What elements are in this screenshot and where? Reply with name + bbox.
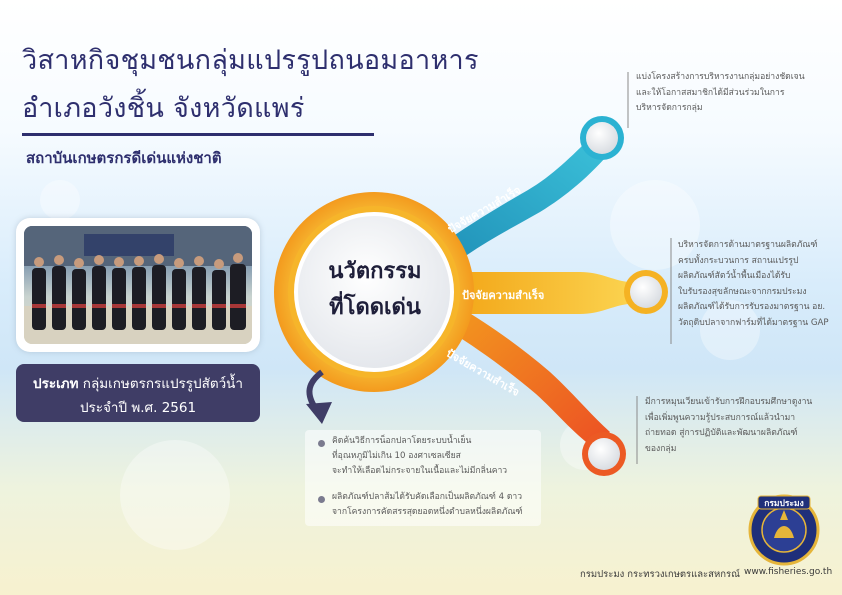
factor-ribbon-1 (436, 136, 612, 266)
bullet-icon (318, 496, 325, 503)
background-bokeh (120, 440, 230, 550)
innovation-2-line: จากโครงการคัดสรรสุดยอดหนึ่งตำบลหนึ่งผลิต… (332, 507, 523, 517)
factor-label-2: ปัจจัยความสำเร็จ (462, 289, 545, 302)
bullet-icon (318, 440, 325, 447)
background-bokeh (700, 300, 760, 360)
innovation-item-2: ผลิตภัณฑ์ปลาส้มได้รับคัดเลือกเป็นผลิตภัณ… (332, 490, 540, 520)
page-title-line1: วิสาหกิจชุมชนกลุ่มแปรรูปถนอมอาหาร (22, 45, 479, 76)
title-divider (22, 133, 374, 136)
innovation-item-1: คิดค้นวิธีการน็อกปลาโดยระบบน้ำเย็น ที่อุ… (332, 434, 540, 479)
group-photo-icon (24, 226, 252, 344)
factor-1-desc-line: บริหารจัดการกลุ่ม (636, 103, 703, 113)
innovation-2-line: ผลิตภัณฑ์ปลาส้มได้รับคัดเลือกเป็นผลิตภัณ… (332, 492, 523, 502)
page-title-line2: อำเภอวังชิ้น จังหวัดแพร่ (22, 93, 305, 124)
factor-2-desc-line: ผลิตภัณฑ์ได้รับการรับรองมาตรฐาน อย. (678, 302, 826, 312)
factor-knob-1 (586, 122, 618, 154)
factor-3-desc-line: ถ่ายทอด สู่การปฏิบัติและพัฒนาผลิตภัณฑ์ (645, 428, 798, 438)
factor-ribbon-3 (448, 306, 610, 448)
factor-2-desc-line: ใบรับรองสุขลักษณะจากกรมประมง (678, 286, 807, 297)
background-bokeh (610, 180, 700, 270)
center-label: นวัตกรรม ที่โดดเด่น (300, 254, 450, 326)
seal-text: กรมประมง (764, 499, 804, 509)
factor-3-desc-line: เพื่อเพิ่มพูนความรู้ประสบการณ์แล้วนำมา (645, 412, 796, 423)
innovation-1-line: คิดค้นวิธีการน็อกปลาโดยระบบน้ำเย็น (332, 436, 472, 446)
factor-2-desc-line: บริหารจัดการด้านมาตรฐานผลิตภัณฑ์ (678, 240, 818, 250)
factor-2-description: บริหารจัดการด้านมาตรฐานผลิตภัณฑ์ ครบทั้ง… (678, 238, 838, 331)
factor-3-desc-line: มีการหมุนเวียนเข้ารับการฝึกอบรมศึกษาดูงา… (645, 397, 813, 407)
category-label: ประเภท (33, 376, 79, 392)
factor-3-description: มีการหมุนเวียนเข้ารับการฝึกอบรมศึกษาดูงา… (645, 395, 838, 457)
factor-2-desc-line: วัตถุดิบปลาจากฟาร์มที่ได้มาตรฐาน GAP (678, 317, 829, 328)
innovation-1-line: ที่อุณหภูมิไม่เกิน 10 องศาเซลเซียส (332, 451, 461, 461)
category-line: ประเภท กลุ่มเกษตรกรแปรรูปสัตว์น้ำ (16, 372, 260, 394)
factor-1-desc-line: แบ่งโครงสร้างการบริหารงานกลุ่มอย่างชัดเจ… (636, 72, 805, 82)
group-photo-frame (16, 218, 260, 352)
factor-knob-3 (588, 438, 620, 470)
innovation-1-line: จะทำให้เลือดไม่กระจายในเนื้อและไม่มีกลิ่… (332, 466, 508, 476)
page-subtitle: สถาบันเกษตรกรดีเด่นแห่งชาติ (26, 149, 222, 167)
footer-website[interactable]: www.fisheries.go.th (744, 567, 833, 577)
center-label-line1: นวัตกรรม (328, 259, 422, 284)
factor-ribbon-2 (450, 272, 628, 314)
factor-1-description: แบ่งโครงสร้างการบริหารงานกลุ่มอย่างชัดเจ… (636, 70, 836, 117)
factor-2-desc-line: ผลิตภัณฑ์สัตว์น้ำพื้นเมืองได้รับ (678, 271, 791, 281)
background-bokeh (40, 180, 80, 220)
innovation-arrow-head (306, 402, 332, 424)
group-photo-illustration (24, 226, 252, 344)
factor-knob-2 (630, 276, 662, 308)
footer-agency: กรมประมง กระทรวงเกษตรและสหกรณ์ (580, 569, 740, 580)
category-value: กลุ่มเกษตรกรแปรรูปสัตว์น้ำ (82, 376, 243, 392)
center-disc (294, 212, 454, 372)
factor-2-desc-line: ครบทั้งกระบวนการ สถานแปรรูป (678, 255, 799, 266)
factor-3-desc-line: ของกลุ่ม (645, 443, 677, 454)
center-label-line2: ที่โดดเด่น (329, 295, 421, 320)
innovation-notes-box (305, 430, 541, 526)
category-year: ประจำปี พ.ศ. 2561 (79, 400, 197, 416)
category-box: ประเภท กลุ่มเกษตรกรแปรรูปสัตว์น้ำ ประจำป… (16, 364, 260, 422)
department-of-fisheries-seal-icon: กรมประมง (748, 494, 820, 566)
factor-1-desc-line: และให้โอกาสสมาชิกได้มีส่วนร่วมในการ (636, 87, 785, 98)
